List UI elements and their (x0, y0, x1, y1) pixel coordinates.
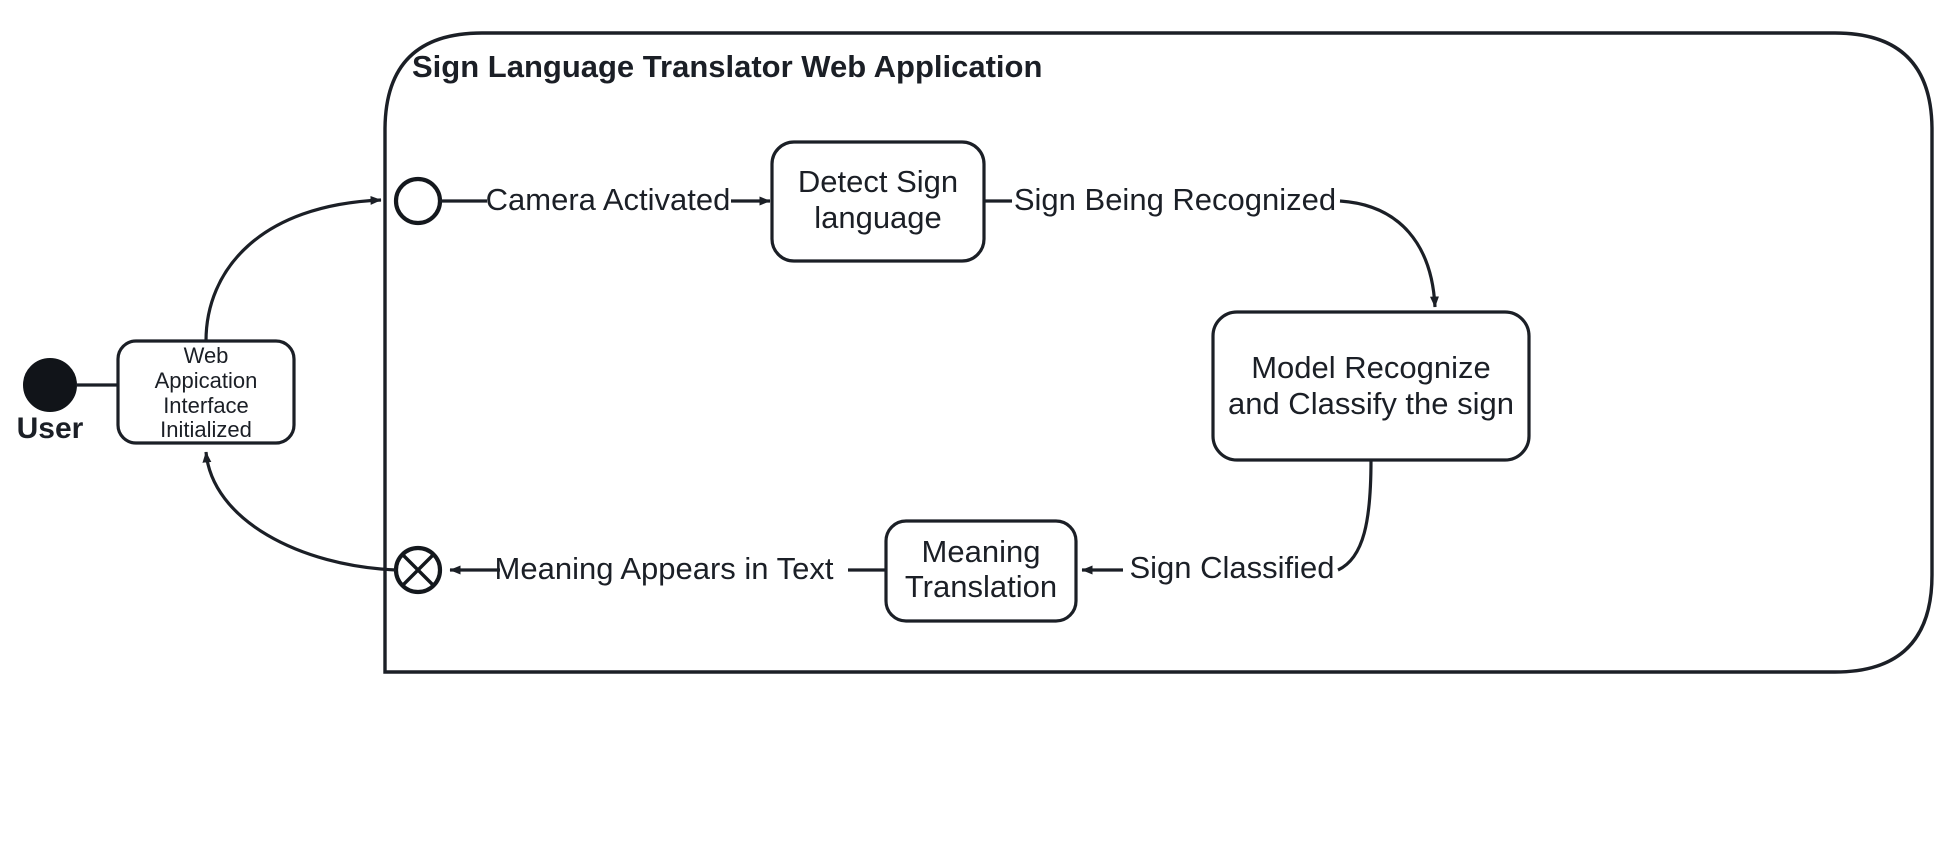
initial-state-node[interactable] (23, 358, 77, 412)
state-label-line-1: Model Recognize (1251, 350, 1491, 385)
final-state-node[interactable] (393, 545, 443, 595)
system-boundary-frame (383, 31, 1934, 674)
state-label-line-1: Meaning (922, 534, 1041, 569)
entry-state-node[interactable] (393, 176, 443, 226)
state-meaning-translation[interactable]: Meaning Translation (884, 519, 1078, 623)
state-label-line-3: Interface (163, 393, 249, 418)
state-label-line-2: language (814, 200, 942, 235)
edge-model-to-meaning-curve (1337, 459, 1373, 572)
state-label-line-1: Detect Sign (798, 164, 958, 199)
edge-final-to-web-app (202, 451, 397, 572)
state-web-app-interface[interactable]: Web Appication Interface Initialized (116, 339, 296, 445)
transition-label-sign-classified: Sign Classified (1129, 550, 1334, 585)
transition-label-camera-activated: Camera Activated (486, 182, 731, 217)
state-model-recognize-classify[interactable]: Model Recognize and Classify the sign (1211, 310, 1531, 462)
state-label-line-4: Initialized (160, 417, 252, 442)
state-label-line-2: Appication (155, 368, 258, 393)
edge-detect-to-model-curve (1339, 199, 1439, 308)
state-detect-sign-language[interactable]: Detect Sign language (770, 140, 986, 263)
transition-label-meaning-appears-in-text: Meaning Appears in Text (495, 551, 834, 586)
state-label-line-1: Web (184, 343, 229, 368)
edge-web-app-to-entry-node (204, 195, 382, 342)
state-label-line-2: and Classify the sign (1228, 386, 1514, 421)
transition-label-sign-being-recognized: Sign Being Recognized (1014, 182, 1336, 217)
state-label-line-2: Translation (905, 569, 1057, 604)
frame-title: Sign Language Translator Web Application (412, 49, 1042, 84)
actor-label-user: User (17, 412, 84, 445)
